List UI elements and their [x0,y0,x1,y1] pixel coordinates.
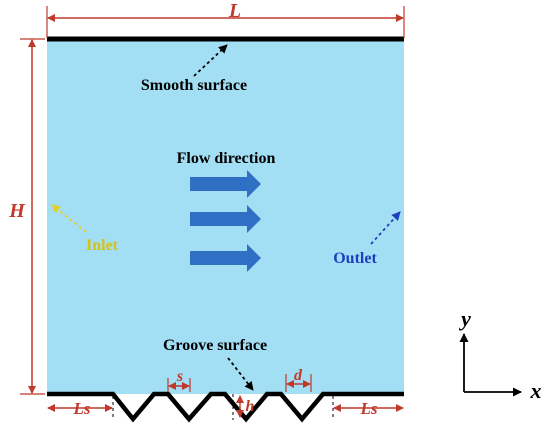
groove-surface-label: Groove surface [163,337,267,354]
flow-arrow-1 [190,170,261,198]
inlet-label: Inlet [86,237,119,254]
side-length-right-label: Ls [360,399,378,418]
side-length-left-label: Ls [73,399,91,418]
x-axis-label: x [530,378,542,403]
flow-arrow-3 [190,244,261,272]
inlet-pointer [51,204,87,233]
flow-arrow-2 [190,205,261,233]
spacing-label: s [176,368,183,385]
y-axis-label: y [458,306,471,331]
width-label: d [294,367,303,384]
flow-arrows [190,170,261,272]
flow-direction-label: Flow direction [177,150,276,167]
groove-surface-pointer [227,357,254,391]
outlet-pointer [370,211,401,245]
length-label: L [228,0,241,22]
depth-label: h [246,398,255,415]
height-label: H [8,200,26,222]
smooth-surface-pointer [193,44,228,77]
outlet-label: Outlet [333,250,377,267]
smooth-surface-label: Smooth surface [141,77,247,94]
groove-surface-wall [47,391,404,423]
